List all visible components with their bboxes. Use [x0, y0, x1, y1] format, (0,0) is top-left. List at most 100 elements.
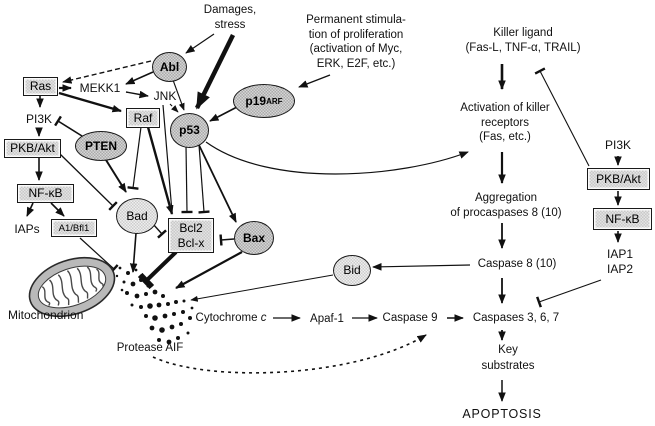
edge-bax-to-release: [175, 251, 243, 289]
node-nfkb-right: NF-κB: [593, 208, 652, 230]
edge-jnk-to-bcl2: [162, 104, 173, 213]
label-pi3k-right: PI3K: [604, 138, 632, 152]
node-bax: Bax: [234, 221, 274, 255]
label-killer-ligand: Killer ligand (Fas-L, TNF-α, TRAIL): [465, 27, 581, 54]
edge-bad-to-release: [129, 232, 138, 273]
node-bad: Bad: [116, 198, 158, 234]
edge-damages-to-p53: [194, 34, 236, 110]
protein-dot: [186, 331, 190, 335]
edge-abl-to-p53: [172, 79, 185, 111]
edge-pkb-inhibits-bad: [59, 153, 118, 211]
label-key-substrates: Key substrates: [481, 344, 535, 372]
edge-p53-to-receptors: [205, 141, 469, 175]
label-pi3k-left: PI3K: [25, 112, 53, 126]
edge-paths: [26, 33, 622, 402]
cristae: [41, 266, 104, 306]
protein-dot: [181, 310, 185, 314]
label-caspases-3-6-7: Caspases 3, 6, 7: [472, 312, 560, 324]
edge-mekk1-to-jnk: [125, 90, 149, 99]
edge-nfkb-to-a1bfl1: [50, 202, 65, 217]
label-damages-stress: Damages, stress: [203, 4, 257, 31]
node-pkb-akt-left: PKB/Akt: [4, 139, 61, 158]
protein-dot: [147, 303, 153, 309]
edge-p53-inhibits-bcl2-a: [181, 145, 193, 214]
protein-dot: [134, 293, 140, 299]
edge-ras-to-raf: [58, 91, 122, 113]
label-apoptosis: APOPTOSIS: [462, 407, 542, 421]
protein-dot: [149, 325, 155, 331]
edge-pten-to-bad: [105, 159, 127, 193]
protein-dot: [161, 294, 165, 298]
edge-jnk-to-p53: [169, 103, 179, 113]
protein-dot: [169, 324, 175, 330]
protein-dot: [115, 274, 119, 278]
protein-dot: [190, 306, 194, 310]
protein-dot: [179, 322, 183, 326]
node-ras: Ras: [23, 77, 58, 96]
protein-dot: [118, 266, 122, 270]
protein-dot: [159, 327, 165, 333]
label-iaps: IAPs: [14, 222, 40, 236]
protein-dot: [157, 338, 161, 342]
edge-iap-inhibits-caspases: [536, 279, 602, 308]
protein-dot: [130, 281, 136, 287]
label-caspase-9: Caspase 9: [382, 312, 438, 324]
protein-dot: [172, 312, 176, 316]
node-pkb-akt-right: PKB/Akt: [587, 168, 650, 190]
protein-dot: [166, 339, 172, 345]
protein-dot: [139, 305, 143, 309]
edge-raf-inhibits-bad: [127, 126, 142, 190]
edge-p19-to-p53: [209, 106, 238, 122]
edge-bax-inhibits-bcl2: [219, 234, 235, 246]
label-jnk: JNK: [153, 89, 177, 103]
edge-damages-to-abl: [185, 33, 215, 54]
edge-pkbR-inhibits-ligand: [534, 67, 590, 167]
protein-dot: [120, 288, 124, 292]
label-caspase-8: Caspase 8 (10): [477, 258, 557, 270]
protein-dot: [166, 302, 170, 306]
edge-pten-inhibits-pi3k: [54, 115, 83, 137]
protein-dot: [139, 278, 143, 282]
label-cytochrome-c: Cytochrome c: [195, 312, 267, 324]
node-nfkb-left: NF-κB: [17, 184, 74, 203]
protein-dot: [152, 289, 158, 295]
label-activation-receptors: Activation of killer receptors (Fas, etc…: [460, 102, 550, 143]
protein-dot: [176, 336, 180, 340]
protein-dot: [188, 316, 192, 320]
protein-dot: [126, 271, 130, 275]
mitochondrion-graphic: [28, 256, 116, 318]
protein-dot: [162, 313, 168, 319]
edge-p53-to-bax: [197, 142, 237, 223]
protein-dot: [156, 302, 162, 308]
protein-dot: [174, 300, 178, 304]
node-bcl2-bclx: Bcl2 Bcl-x: [168, 218, 214, 253]
label-permanent-stimulation: Permanent stimula- tion of proliferation…: [306, 14, 406, 70]
protein-dot: [122, 280, 126, 284]
released-protein-dots: [115, 266, 194, 345]
protein-dot: [125, 291, 129, 295]
edge-caspase8-to-bid: [372, 263, 471, 271]
protein-dot: [182, 299, 186, 303]
protein-dot: [134, 268, 138, 272]
edge-p53-inhibits-bcl2-b: [198, 144, 210, 214]
node-p53: p53: [170, 113, 209, 148]
protein-dot: [144, 292, 148, 296]
edge-proliferation-to-p19: [298, 74, 331, 88]
label-mekk1: MEKK1: [79, 81, 121, 95]
label-iap1-iap2: IAP1 IAP2: [606, 247, 634, 276]
edge-abl-to-mekk1: [125, 71, 154, 85]
label-mitochondrion: Mitochondrion: [8, 308, 84, 322]
protein-dot: [130, 303, 134, 307]
node-bid: Bid: [333, 255, 371, 286]
edge-aif-to-caspase9: [152, 334, 427, 374]
edge-bcl2-inhibits-release: [137, 250, 178, 290]
edge-raf-to-bcl2: [146, 126, 174, 215]
edge-abl-to-ras: [62, 60, 152, 84]
edge-bid-to-release: [190, 274, 334, 302]
node-raf: Raf: [126, 108, 160, 128]
protein-dot: [144, 314, 148, 318]
node-a1-bfl1: A1/Bfl1: [51, 219, 97, 237]
